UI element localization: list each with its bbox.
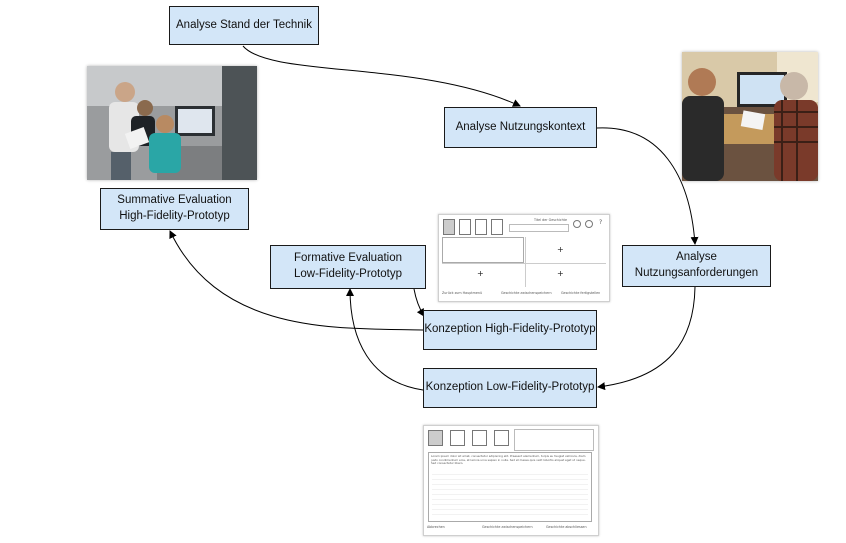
mockup-footer-cancel: Abbrechen [427, 525, 445, 529]
arrow-kontext-to-anforderungen [596, 127, 699, 245]
mockup-settings-panel [514, 429, 594, 451]
node-analyse-stand-der-technik: Analyse Stand der Technik [169, 6, 319, 45]
mockup-tab-foto [459, 219, 471, 235]
low-fidelity-mockup: Lorem ipsum dolor sit amet, consectetur … [423, 425, 599, 536]
add-icon: + [477, 269, 484, 278]
node-label: Konzeption Low-Fidelity-Prototyp [425, 381, 595, 394]
node-formative-evaluation: Formative Evaluation Low-Fidelity-Protot… [270, 245, 426, 289]
photo-nutzungskontext [682, 52, 818, 181]
photo-summative-evaluation [87, 66, 257, 180]
mockup-tab-text [443, 219, 455, 235]
mockup-tab-video [494, 430, 509, 446]
mockup-title-field [509, 224, 569, 232]
arrow-low-to-formative [346, 288, 424, 391]
mockup-tab-audio [472, 430, 487, 446]
mockup-body-text: Lorem ipsum dolor sit amet, consectetur … [431, 454, 586, 466]
mockup-tab-audio [475, 219, 487, 235]
node-label: Low-Fidelity-Prototyp [293, 268, 402, 280]
node-konzeption-low-fidelity-prototyp: Konzeption Low-Fidelity-Prototyp [423, 368, 597, 408]
add-icon: + [557, 245, 564, 254]
add-icon: + [557, 269, 564, 278]
mockup-text-area [442, 237, 524, 263]
node-label: Konzeption High-Fidelity-Prototyp [424, 323, 596, 336]
node-label: Nutzungsanforderungen [634, 267, 759, 279]
mockup-footer-back: Zurück zum Hauptmenü [442, 291, 483, 295]
mockup-title: Titel der Geschichte [534, 218, 567, 222]
node-label: High-Fidelity-Prototyp [119, 210, 230, 222]
mockup-footer-finish: Geschichte abschliessen [546, 525, 587, 529]
node-konzeption-high-fidelity-prototyp: Konzeption High-Fidelity-Prototyp [423, 310, 597, 350]
zoom-in-icon [573, 220, 581, 228]
mockup-tab-video [491, 219, 503, 235]
mockup-grid-line-h [442, 263, 606, 264]
node-label: Analyse [676, 251, 717, 264]
arrow-anforderungen-to-low [597, 286, 696, 391]
node-analyse-nutzungsanforderungen: Analyse Nutzungsanforderungen [622, 245, 771, 287]
mockup-tab-text [428, 430, 443, 446]
arrow-formative-to-high [413, 288, 425, 317]
mockup-grid-line-v [525, 237, 526, 287]
mockup-footer-save: Geschichte zwischenspeichern [501, 291, 552, 295]
node-label: Summative Evaluation [117, 194, 232, 207]
mockup-footer-save: Geschichte zwischenspeichern [482, 525, 533, 529]
high-fidelity-mockup: Titel der Geschichte ? + + + Zurück zum … [438, 214, 610, 302]
node-label: Formative Evaluation [293, 252, 403, 265]
node-label: Analyse Nutzungskontext [455, 120, 586, 133]
node-analyse-nutzungskontext: Analyse Nutzungskontext [444, 107, 597, 148]
node-label: Analyse Stand der Technik [176, 18, 312, 31]
arrow-stand-to-kontext [242, 45, 521, 107]
zoom-out-icon [585, 220, 593, 228]
mockup-ruled-lines [432, 474, 588, 518]
mockup-footer-finish: Geschichte fertigstellen [561, 291, 601, 295]
arrow-high-to-summative [169, 230, 424, 331]
help-icon: ? [599, 219, 603, 226]
mockup-tab-foto [450, 430, 465, 446]
node-summative-evaluation: Summative Evaluation High-Fidelity-Proto… [100, 188, 249, 230]
